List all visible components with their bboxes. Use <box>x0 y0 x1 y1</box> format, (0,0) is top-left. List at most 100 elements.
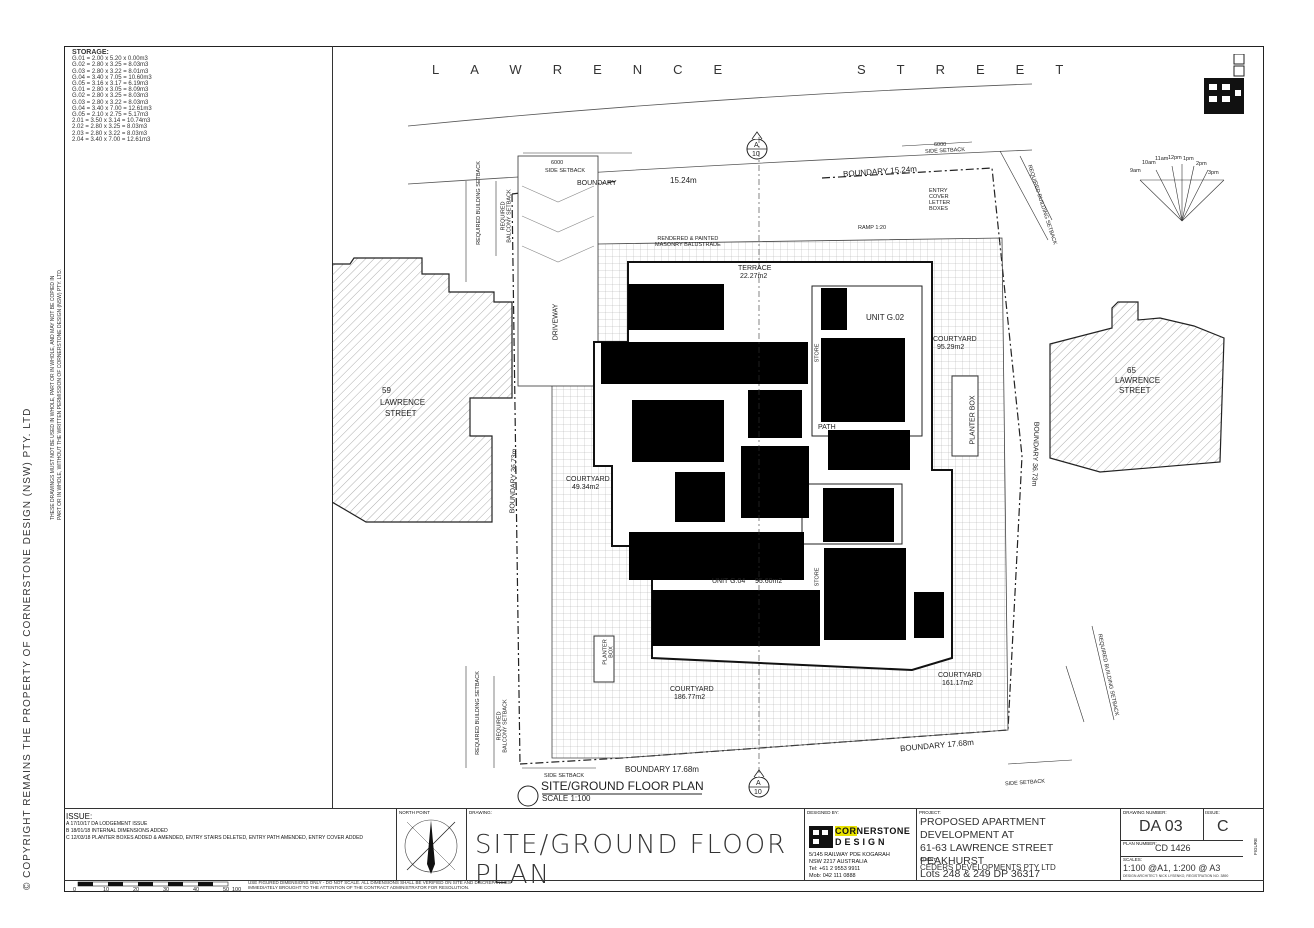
drawing-label: DRAWING: <box>469 810 492 815</box>
usage-notice: THESE DRAWINGS MUST NOT BE USED IN WHOLE… <box>50 268 63 520</box>
project-line-2: 61-63 LAWRENCE STREET PEAKHURST <box>920 842 1054 867</box>
store-label-2: STORE <box>814 567 821 587</box>
boundary-top-left-label: BOUNDARY <box>577 180 617 187</box>
company-name-rest: NERSTONE <box>856 826 911 836</box>
issue-label: ISSUE: <box>66 812 93 821</box>
titleblock-top-rule <box>64 808 1264 809</box>
scale-bar-number: 10 <box>103 887 110 893</box>
storage-item: 2.03 = 2.80 x 3.22 = 8.03m3 <box>72 130 148 137</box>
issue-entry: A 17/10/17 DA LODGEMENT ISSUE <box>66 821 148 827</box>
scales-value: 1:100 @A1, 1:200 @ A3 <box>1123 863 1221 873</box>
storage-item: 2.01 = 3.50 x 3.14 = 10.74m3 <box>72 118 151 125</box>
boundary-top-left-value: 15.24m <box>670 176 697 185</box>
path-label: PATH <box>818 424 836 431</box>
project-panel: PROJECT: PROPOSED APARTMENT DEVELOPMENT … <box>916 808 1120 880</box>
drawing-number-label: DRAWING NUMBER: <box>1123 810 1167 815</box>
storage-item: G.05 = 3.16 x 3.17 = 6.19m3 <box>72 81 149 88</box>
neighbour-59-number: 59 <box>382 386 391 395</box>
storage-title: STORAGE: <box>72 49 109 56</box>
issue-entry: B 18/01/18 INTERNAL DIMENSIONS ADDED <box>66 828 168 834</box>
scale-bar-number: 40 <box>193 887 200 893</box>
sun-time-label: 3pm <box>1208 170 1219 176</box>
setback-value-top-right: 6000 <box>934 142 947 148</box>
storage-item: 2.04 = 3.40 x 7.00 = 12.61m3 <box>72 136 151 143</box>
issue-box-label: ISSUE: <box>1205 810 1220 815</box>
scale-bar-number: 0 <box>73 887 77 893</box>
scale-bar-number: 20 <box>133 887 140 893</box>
section-marker-bottom-letter: A <box>756 780 761 787</box>
driveway <box>517 155 599 387</box>
side-setback-top-left: SIDE SETBACK <box>545 168 586 174</box>
project-line-3: Lots 248 & 249 DP 36317 <box>920 868 1041 880</box>
terrace-label: TERRACE <box>738 265 772 272</box>
balustrade-note: RENDERED & PAINTED MASONRY BALUSTRADE <box>655 236 721 248</box>
storage-item: G.01 = 2.80 x 3.05 = 8.09m3 <box>72 87 149 94</box>
side-setback-bottom-left: SIDE SETBACK <box>544 773 585 779</box>
sun-time-label: 1pm <box>1183 156 1194 162</box>
driveway-label: DRIVEWAY <box>552 303 560 341</box>
storage-item: G.02 = 2.80 x 3.25 = 8.03m3 <box>72 62 149 69</box>
sun-time-label: 2pm <box>1196 161 1207 167</box>
unit-g04-label: UNIT G.04 <box>712 578 746 585</box>
required-building-setback-top-left: REQUIRED BUILDING SETBACK <box>475 161 482 245</box>
client-label: CLIENT: <box>920 857 937 862</box>
dimension-disclaimer: USE FIGURED DIMENSIONS ONLY - DO NOT SCA… <box>248 880 511 890</box>
redacted-areas <box>601 284 944 646</box>
terrace-area: 22.27m2 <box>740 273 768 280</box>
setback-dimensions <box>465 141 1115 769</box>
unit-g02-label: UNIT G.02 <box>866 313 905 322</box>
scales-label: SCALES: <box>1123 857 1143 862</box>
copyright-notice: © COPYRIGHT REMAINS THE PROPERTY OF CORN… <box>22 407 33 890</box>
designer-panel: DESIGNED BY: CORNERSTONE DESIGN 5/145 RA… <box>804 808 916 880</box>
scale-bar-unit: 100 <box>232 887 242 893</box>
neighbour-59-street: LAWRENCE <box>380 398 426 407</box>
required-balcony-setback-top-left: REQUIRED BALCONY SETBACK <box>500 189 513 243</box>
architect-note: DESIGN ARCHITECT: NICK LYSENKO, REGISTRA… <box>1123 874 1229 878</box>
sun-time-label: 10am <box>1142 160 1156 166</box>
courtyard-2-area: 49.34m2 <box>572 484 600 491</box>
drawing-title: SITE/GROUND FLOOR PLAN <box>475 830 788 890</box>
client-name: CEDERS DEVELOPMENTS PTY LTD <box>920 863 1056 872</box>
plan-number-label: PLAN NUMBER: <box>1123 841 1157 846</box>
courtyard-3-label: COURTYARD <box>670 686 714 693</box>
drawing-title-panel: DRAWING: SITE/GROUND FLOOR PLAN <box>466 808 804 890</box>
storage-item: G.01 = 2.00 x 5.20 x 0.00m3 <box>72 56 148 63</box>
storage-item: G.05 = 2.10 x 2.75 = 5.17m3 <box>72 112 149 119</box>
project-label: PROJECT: <box>919 810 941 815</box>
company-name-line1: CORNERSTONE <box>835 826 910 836</box>
neighbour-65-street: LAWRENCE <box>1115 376 1161 385</box>
titleblock-bottom-rule <box>64 880 1264 881</box>
planter-boxes <box>593 375 979 683</box>
unit-g04-area: 95.60m2 <box>755 578 783 585</box>
scale-bar-number: 50 <box>223 887 230 893</box>
scale-bar <box>77 881 229 887</box>
project-description: PROPOSED APARTMENT DEVELOPMENT AT 61-63 … <box>920 816 1120 881</box>
plan-title-marker-icon <box>517 785 539 807</box>
drawing-sheet-border <box>64 46 1264 892</box>
planter-box-label: PLANTER BOX <box>969 395 977 445</box>
storage-item: 2.02 = 2.80 x 3.25 = 8.03m3 <box>72 124 148 131</box>
storage-item: G.04 = 3.40 x 7.00 = 12.61m3 <box>72 105 152 112</box>
storage-item: G.03 = 2.80 x 3.22 = 8.03m3 <box>72 99 149 106</box>
plan-scale: SCALE 1:100 <box>542 794 591 803</box>
sun-time-label: 12pm <box>1168 155 1182 161</box>
neighbour-59-type: STREET <box>385 409 417 418</box>
drawing-number: DA 03 <box>1139 818 1183 835</box>
sun-time-label: 9am <box>1130 168 1141 174</box>
courtyard-2-label: COURTYARD <box>566 476 610 483</box>
company-mobile: Mob: 042 111 0888 <box>809 873 856 879</box>
required-building-setback-bottom-left: REQUIRED BUILDING SETBACK <box>474 671 481 755</box>
plan-number-cell: PLAN NUMBER: CD 1426 <box>1121 840 1243 857</box>
courtyard-1-label: COURTYARD <box>933 336 977 343</box>
company-address-2: NSW 2217 AUSTRALIA <box>809 859 868 865</box>
section-marker-top-sheet: 10 <box>752 151 760 158</box>
section-marker-bottom-sheet: 10 <box>754 789 762 796</box>
courtyard-4-label: COURTYARD <box>938 672 982 679</box>
company-address-1: 5/145 RAILWAY PDE KOGARAH <box>809 852 890 858</box>
issue-letter-cell: ISSUE: C <box>1203 808 1243 841</box>
required-balcony-setback-bottom-left: REQUIRED BALCONY SETBACK <box>496 699 509 753</box>
